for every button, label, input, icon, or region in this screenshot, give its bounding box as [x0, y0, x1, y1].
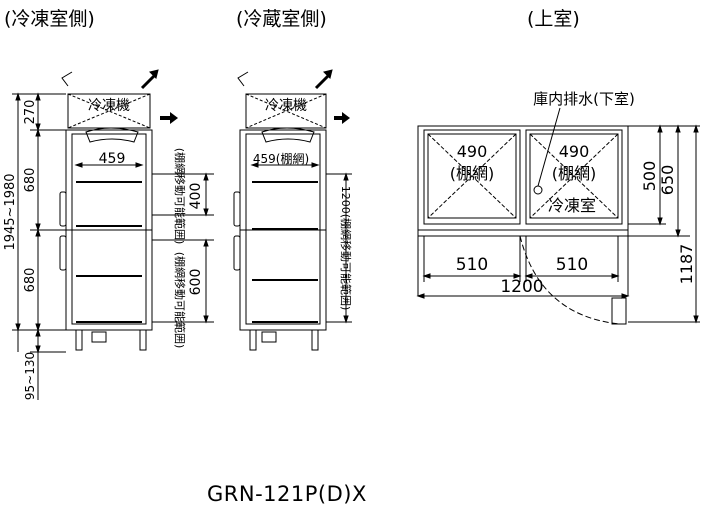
right-compartment-width: 510: [556, 255, 588, 275]
overall-width: 1200: [500, 277, 543, 297]
freezer-compartment-label: 冷凍室: [548, 196, 596, 215]
depth-body: 650: [658, 165, 677, 196]
freezer-side-heading: (冷凍室側): [4, 8, 95, 30]
freezer-shelf-range-upper: 400: [188, 183, 204, 210]
freezer-machine-label: 冷凍機: [88, 98, 130, 114]
dim-top-section: 270: [23, 100, 38, 125]
depth-door-open: 1187: [677, 244, 696, 285]
left-compartment-width: 510: [456, 255, 488, 275]
freezer-shelf-width: 459: [99, 151, 126, 167]
dim-total-height: 1945~1980: [3, 173, 18, 250]
depth-inner: 500: [640, 161, 659, 192]
dim-lower-door: 680: [23, 268, 38, 293]
dim-upper-door: 680: [23, 168, 38, 193]
fridge-shelf-width: 459(棚網): [253, 151, 309, 166]
model-number: GRN-121P(D)X: [207, 482, 367, 506]
freezer-range-note-lower: (棚網移動可能範囲): [173, 252, 187, 349]
right-shelf-width: 490: [559, 142, 590, 161]
top-view: [416, 107, 700, 325]
fridge-shelf-range: 1200(棚網移動可能範囲): [339, 186, 353, 311]
drain-label: 庫内排水(下室): [533, 90, 635, 108]
dim-leg-height: 95~130: [23, 352, 37, 400]
fridge-machine-label: 冷凍機: [265, 98, 307, 114]
freezer-shelf-range-lower: 600: [188, 269, 204, 296]
freezer-side-view: [12, 69, 214, 400]
top-view-heading: (上室): [527, 8, 580, 30]
left-shelf-width: 490: [457, 142, 488, 161]
fridge-side-heading: (冷蔵室側): [236, 8, 327, 30]
fridge-side-view: [233, 69, 352, 351]
left-shelf-label: (棚網): [450, 164, 495, 183]
right-shelf-label: (棚網): [552, 164, 597, 183]
freezer-range-note-upper: (棚網移動可能範囲): [173, 148, 187, 245]
